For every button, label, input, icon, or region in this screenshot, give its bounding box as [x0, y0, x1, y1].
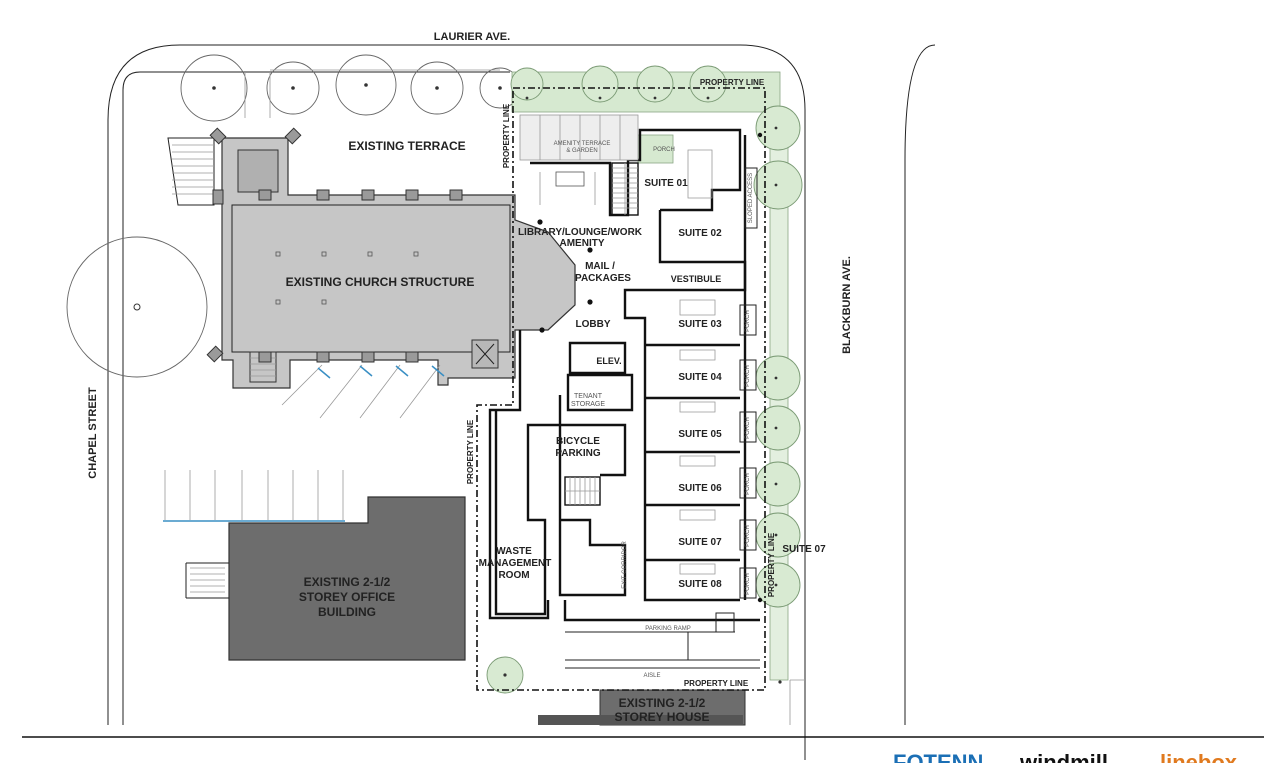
library-label: LIBRARY/LOUNGE/WORK — [518, 227, 643, 238]
amenity-terrace — [519, 114, 639, 205]
property-line-north: PROPERTY LINE — [700, 78, 765, 87]
aisle-label: AISLE — [643, 673, 660, 679]
mature-tree — [66, 236, 208, 378]
church-label: EXISTING CHURCH STRUCTURE — [286, 275, 475, 289]
new-building — [488, 128, 760, 669]
suite-07: SUITE 07 — [678, 537, 722, 548]
east-curb — [904, 44, 936, 725]
suite-05: SUITE 05 — [678, 429, 722, 440]
street-blackburn: BLACKBURN AVE. — [841, 256, 853, 354]
church-buttresses — [206, 127, 463, 363]
linebox-logo: linebox — [1160, 750, 1238, 763]
office-label-3: BUILDING — [318, 605, 376, 619]
vestibule-label: VESTIBULE — [671, 274, 722, 284]
house-label-1: EXISTING 2-1/2 — [619, 696, 706, 710]
porches — [739, 167, 758, 599]
porch-07: PORCH — [745, 525, 751, 547]
street-laurier: LAURIER AVE. — [434, 31, 510, 43]
terrace-steps — [167, 137, 215, 206]
street-trees-north — [180, 54, 521, 122]
porch-03: PORCH — [745, 310, 751, 332]
bicycle-label-1: BICYCLE — [556, 436, 600, 447]
existing-church — [221, 137, 576, 389]
house-label-2: STOREY HOUSE — [615, 710, 710, 724]
office-label-1: EXISTING 2-1/2 — [304, 575, 391, 589]
mail-label-1: MAIL / — [585, 261, 615, 272]
road-curb-outline — [107, 44, 806, 760]
suite-06: SUITE 06 — [678, 483, 722, 494]
suite-03: SUITE 03 — [678, 319, 722, 330]
tenant-storage-1: TENANT — [574, 393, 603, 400]
porch-06: PORCH — [745, 473, 751, 495]
lobby-label: LOBBY — [576, 319, 611, 330]
straight-parking — [163, 470, 345, 522]
suite-07-outside: SUITE 07 — [782, 544, 826, 555]
amenity-terrace-2: & GARDEN — [566, 148, 597, 154]
porch-08: PORCH — [745, 573, 751, 595]
existing-office-building — [185, 496, 466, 661]
parking-ramp-label: PARKING RAMP — [645, 626, 691, 632]
exit-corridor-label: EXIT CORRIDOR — [622, 541, 628, 589]
amenity-label: AMENITY — [560, 238, 605, 249]
angled-parking — [281, 364, 445, 419]
elevator-label: ELEV. — [596, 356, 621, 366]
amenity-terrace-1: AMENITY TERRACE — [554, 141, 611, 147]
waste-label-1: WASTE — [496, 546, 532, 557]
property-line-west-upper: PROPERTY LINE — [502, 103, 511, 168]
suite-08: SUITE 08 — [678, 579, 722, 590]
suite-04: SUITE 04 — [678, 372, 722, 383]
suite-01: SUITE 01 — [644, 178, 688, 189]
fotenn-logo: FOTENN — [893, 750, 984, 763]
porch-top: PORCH — [653, 147, 675, 153]
stairs — [564, 162, 639, 506]
porch-04: PORCH — [745, 365, 751, 387]
existing-terrace-label: EXISTING TERRACE — [348, 139, 465, 153]
waste-label-2: MANAGEMENT — [479, 558, 552, 569]
property-line-west-lower: PROPERTY LINE — [466, 419, 475, 484]
bicycle-label-2: PARKING — [555, 448, 601, 459]
office-label-2: STOREY OFFICE — [299, 590, 395, 604]
street-chapel: CHAPEL STREET — [87, 387, 99, 479]
suite-02: SUITE 02 — [678, 228, 722, 239]
property-line — [476, 87, 766, 691]
mail-label-2: PACKAGES — [575, 273, 631, 284]
property-line-east: PROPERTY LINE — [767, 532, 776, 597]
property-line-south: PROPERTY LINE — [684, 679, 749, 688]
sloped-access-label: SLOPED ACCESS — [748, 173, 754, 223]
inner-curb — [122, 71, 510, 725]
waste-label-3: ROOM — [498, 570, 529, 581]
porch-05: PORCH — [745, 417, 751, 439]
tenant-storage-2: STORAGE — [571, 401, 605, 408]
east-sidewalk — [789, 679, 805, 725]
landscape-areas — [510, 65, 803, 681]
windmill-logo: windmill — [1020, 750, 1108, 763]
